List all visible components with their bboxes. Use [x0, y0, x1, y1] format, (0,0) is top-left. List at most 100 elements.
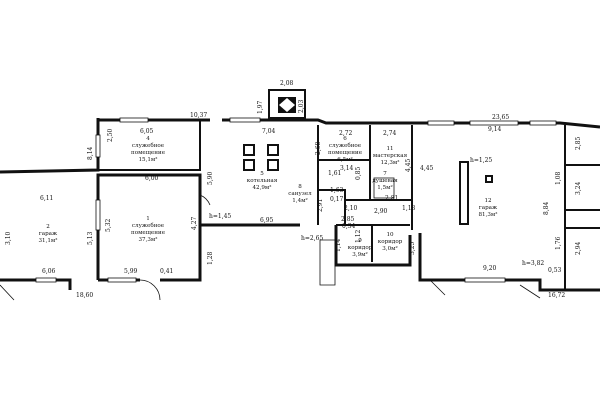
- window-north-5: [529, 120, 557, 126]
- chimney-flue: [279, 98, 295, 112]
- dim-chimney-left: 1,97: [257, 100, 264, 114]
- svg-text:7: 7: [383, 171, 387, 177]
- entry-steps: [319, 239, 336, 286]
- room-8-label: 8 санузел 1,4м²: [288, 184, 312, 204]
- wall-south-mid: [200, 223, 412, 267]
- dim-garage-width: 9,14: [488, 126, 502, 133]
- dim-garage-right-b: 1,76: [555, 236, 562, 250]
- svg-text:3,9м²: 3,9м²: [352, 251, 368, 258]
- svg-text:помещение: помещение: [131, 230, 166, 236]
- svg-text:15,1м²: 15,1м²: [138, 156, 157, 163]
- boiler-4: [267, 159, 279, 171]
- room-9-label: 9 коридор 3,9м²: [348, 238, 373, 258]
- svg-text:гараж: гараж: [39, 231, 58, 237]
- dim-corridor-h: 2,10: [344, 205, 358, 212]
- svg-text:5: 5: [260, 171, 264, 177]
- room-2-label: 2 гараж 31,1м²: [38, 224, 58, 244]
- dim-step: 1,28: [207, 251, 214, 265]
- room-10-label: 10 коридор 3,0м²: [378, 232, 403, 252]
- dim-east-room-b: 3,24: [575, 181, 582, 195]
- dim-room8-top: 1,61: [328, 170, 341, 177]
- svg-text:37,3м²: 37,3м²: [138, 236, 157, 243]
- dim-room8-w2: 0,17: [330, 196, 344, 203]
- dim-room9-width: 0,34: [342, 223, 356, 230]
- svg-text:10: 10: [386, 232, 394, 238]
- dim-room1-width: 6,00: [145, 175, 159, 182]
- dim-room1-height: 5,32: [105, 218, 112, 232]
- svg-text:служебное: служебное: [329, 142, 362, 149]
- svg-text:6,5м²: 6,5м²: [337, 156, 353, 163]
- window-south-3: [464, 277, 506, 283]
- room-6-label: 6 служебное помещение 6,5м²: [328, 136, 363, 163]
- dim-room11-width: 2,74: [383, 130, 397, 137]
- dim-east-room-c: 2,94: [575, 241, 582, 255]
- svg-text:6: 6: [343, 136, 347, 142]
- door-swing-3: [429, 279, 446, 296]
- svg-text:11: 11: [386, 146, 393, 152]
- dim-room10-h: 3,25: [409, 241, 416, 255]
- dim-west-upper: 8,14: [87, 146, 94, 160]
- wall-4-5: [98, 120, 201, 171]
- svg-text:9: 9: [358, 238, 362, 244]
- window-north-1: [119, 117, 149, 123]
- svg-text:12,3м²: 12,3м²: [380, 159, 399, 166]
- dim-room9-side: 1,12: [355, 229, 362, 243]
- svg-text:помещение: помещение: [328, 150, 363, 156]
- shower-tray: [373, 177, 395, 199]
- dim-garage-height: 8,84: [543, 201, 550, 215]
- svg-text:3,0м²: 3,0м²: [382, 245, 398, 252]
- wall-south-west: [0, 173, 202, 290]
- svg-text:котельная: котельная: [247, 178, 278, 184]
- window-north-3: [427, 120, 455, 126]
- dim-room4-height: 2,50: [107, 128, 114, 142]
- dim-east-room-a: 2,85: [575, 136, 582, 150]
- door-swing-4: [519, 284, 541, 299]
- dim-corridor-step: 1,13: [402, 205, 416, 212]
- dim-room2-height: 3,10: [5, 231, 12, 245]
- svg-text:1,5м²: 1,5м²: [377, 184, 393, 191]
- wall-8-block: [318, 189, 346, 225]
- dim-garage-bottom: 9,20: [483, 265, 497, 272]
- room-5-label: 5 котельная 42,9м²: [247, 171, 278, 191]
- dim-north-left: 10,37: [190, 112, 207, 119]
- dim-garage-leftup: 4,45: [420, 165, 434, 172]
- dim-room7-width: 2,81: [385, 195, 398, 202]
- window-south-2: [35, 277, 57, 283]
- svg-text:31,1м²: 31,1м²: [38, 237, 57, 244]
- garage-pit: [459, 161, 469, 225]
- dim-room8-h: 2,91: [317, 199, 324, 212]
- room-11-label: 11 мастерская 12,3м²: [373, 146, 408, 166]
- dim-room5-bottom: 6,95: [260, 217, 274, 224]
- dim-south-total: 18,60: [76, 292, 93, 299]
- dim-room6-height: 2,68: [315, 141, 322, 155]
- dim-north-right: 23,65: [492, 114, 509, 121]
- room-4-label: 4 служебное помещение 15,1м²: [131, 136, 166, 163]
- dim-room6-width: 2,72: [339, 130, 353, 137]
- dim-room1-bottom: 5,99: [124, 268, 138, 275]
- svg-text:санузел: санузел: [288, 191, 312, 197]
- dim-pit-h: h=1,25: [470, 157, 492, 164]
- wall-north-west: [0, 118, 100, 174]
- dim-room5-width: 7,04: [262, 128, 276, 135]
- dim-room10-width: 2,90: [374, 208, 388, 215]
- wall-9-10: [336, 224, 410, 262]
- dim-room2-width: 6,11: [40, 195, 53, 202]
- svg-text:мастерская: мастерская: [373, 153, 408, 159]
- dim-h-145: h=1,45: [209, 213, 231, 220]
- garage-column: [485, 175, 493, 183]
- window-north-4: [469, 120, 519, 126]
- dim-room1-right: 4,27: [191, 216, 198, 230]
- svg-text:4: 4: [146, 136, 150, 142]
- dim-room4-width: 6,05: [140, 128, 154, 135]
- wall-east-rooms: [565, 164, 600, 229]
- boiler-1: [243, 144, 255, 156]
- wall-south-east: [418, 233, 600, 292]
- svg-text:служебное: служебное: [132, 222, 165, 229]
- boiler-2: [267, 144, 279, 156]
- dim-room6-lower: 3,14: [340, 165, 354, 172]
- dim-h-382: h=3,82: [522, 260, 544, 267]
- dim-room11-height: 4,45: [405, 158, 412, 172]
- svg-text:81,3м²: 81,3м²: [478, 211, 497, 218]
- window-room1: [95, 199, 101, 231]
- svg-text:42,9м²: 42,9м²: [252, 184, 271, 191]
